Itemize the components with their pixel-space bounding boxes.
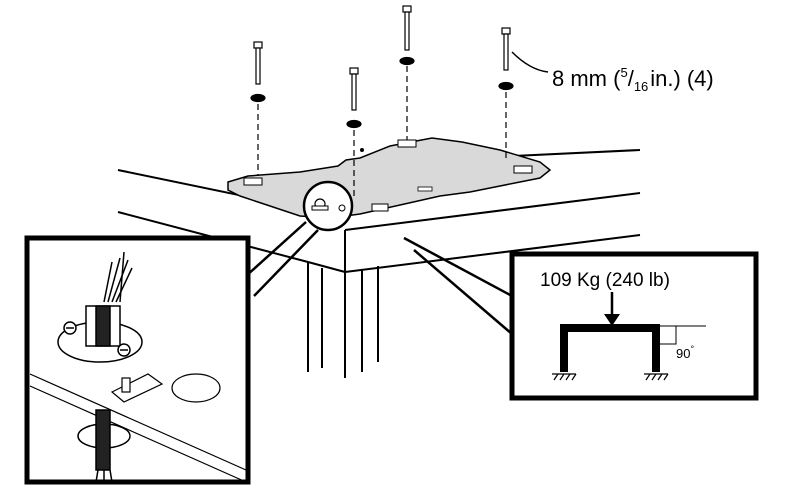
lower-cable xyxy=(77,409,131,483)
right-inset-pointer xyxy=(403,236,513,335)
bolt-callout-leader xyxy=(511,51,549,73)
table-top-underside-edge xyxy=(344,234,641,273)
washer xyxy=(498,81,514,91)
plate-bracket xyxy=(371,203,389,212)
plate-bracket xyxy=(243,177,263,186)
cable-detail-inset xyxy=(24,235,251,485)
bolt xyxy=(498,27,514,160)
floor-hole xyxy=(171,373,221,403)
table-profile xyxy=(560,324,660,372)
bolt-size-label: 8 mm (5/16in.)(4) xyxy=(552,65,714,94)
table-top-front-right-edge xyxy=(344,192,641,231)
angle-label: 90° xyxy=(676,344,694,361)
plate-shape xyxy=(227,137,552,219)
bolt xyxy=(346,67,362,198)
washer xyxy=(250,93,266,103)
floor-bracket xyxy=(110,373,164,403)
cable-strands xyxy=(103,251,133,303)
load-weight-label: 109 Kg (240 lb) xyxy=(540,270,670,291)
magnifier-circle xyxy=(302,180,354,232)
left-inset-pointer xyxy=(245,221,319,297)
washer xyxy=(346,119,362,129)
bolt xyxy=(250,41,266,176)
right-angle-marker xyxy=(660,325,706,345)
plate-bracket xyxy=(397,139,417,148)
washer xyxy=(399,56,415,66)
mounting-plate xyxy=(227,137,552,219)
plate-bracket xyxy=(513,165,533,174)
cable-clamp xyxy=(57,305,143,363)
bolt xyxy=(399,5,415,140)
plate-slot xyxy=(417,186,433,192)
load-arrow-head xyxy=(604,314,620,326)
plate-hole xyxy=(360,148,364,152)
bolts xyxy=(250,5,514,198)
load-detail-inset: 109 Kg (240 lb) 90° xyxy=(509,251,759,401)
ground-hatch xyxy=(552,373,669,381)
table-top-underside-left xyxy=(307,261,346,273)
